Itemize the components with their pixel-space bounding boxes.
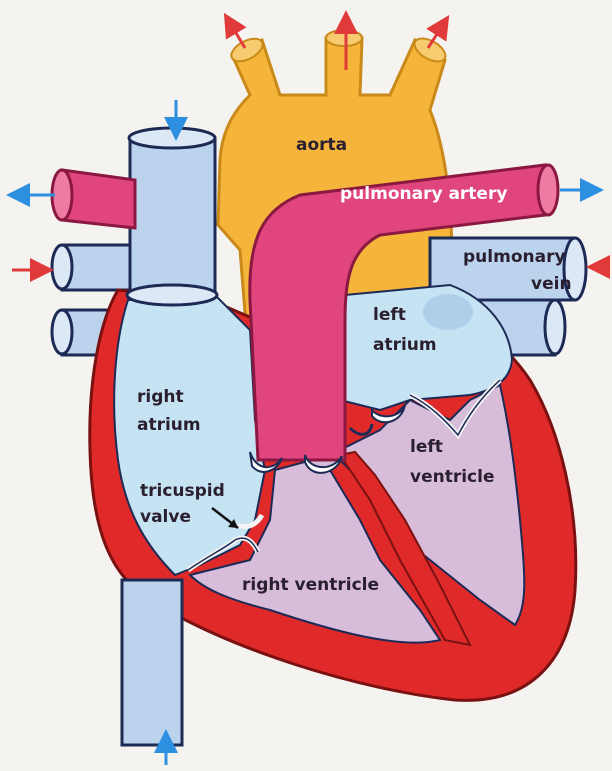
arrow-red-aorta-left [227,18,245,48]
label-right-atrium-line1: right [137,387,184,407]
label-tricuspid-line2: valve [140,507,191,527]
inferior-vena-cava [122,580,182,745]
superior-vena-cava [129,128,215,295]
label-tricuspid-line1: tricuspid [140,481,225,501]
label-aorta: aorta [296,135,347,155]
label-right-ventricle: right ventricle [242,575,379,595]
label-pulmonary-artery: pulmonary artery [340,184,507,204]
label-right-atrium-line2: atrium [137,415,201,435]
label-left-atrium-line1: left [373,305,406,325]
label-pulmonary-vein-line2: vein [531,274,572,294]
label-pulmonary-vein-line1: pulmonary [463,247,566,267]
label-left-ventricle-line2: ventricle [410,467,495,487]
label-left-atrium-line2: atrium [373,335,437,355]
label-left-ventricle-line1: left [410,437,443,457]
pulmonary-artery-left-branch [52,170,135,228]
